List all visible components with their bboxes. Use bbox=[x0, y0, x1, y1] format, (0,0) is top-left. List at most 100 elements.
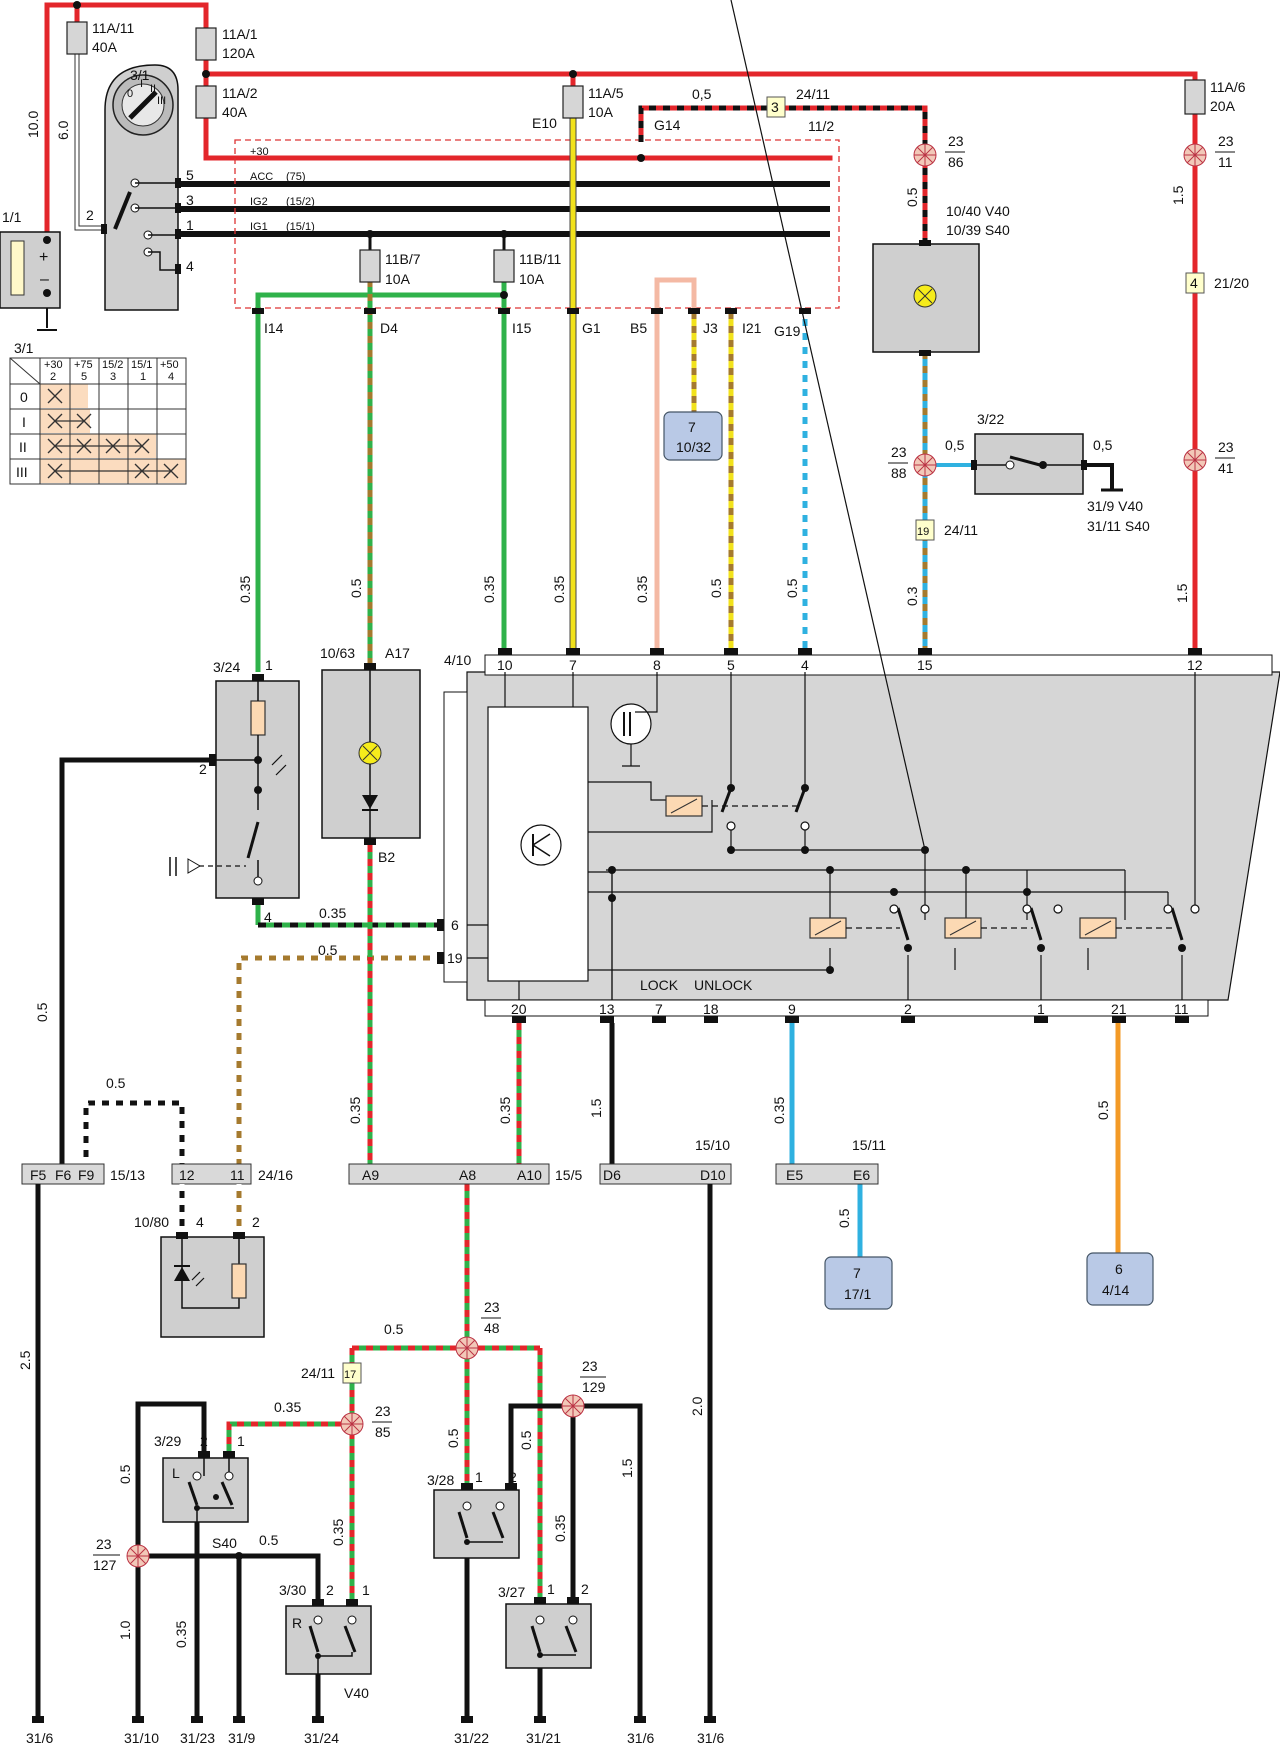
fuse-11a11-rating: 40A bbox=[92, 39, 118, 55]
ignition-mark-3: III bbox=[157, 95, 166, 107]
label-g14: G14 bbox=[654, 117, 681, 133]
ground-31-23: 31/23 bbox=[180, 1730, 215, 1746]
node bbox=[366, 230, 374, 238]
ecu-pin-4: 4 bbox=[801, 657, 809, 673]
lower-wire-labels: 2.5 0.5 1.0 0.35 0.35 0.5 0.5 0.35 1.5 2… bbox=[17, 1350, 705, 1648]
c2385-bot: 85 bbox=[375, 1424, 391, 1440]
ignition-pin-2: 2 bbox=[86, 207, 94, 223]
ground-31-6c: 31/6 bbox=[697, 1730, 724, 1746]
ref-7-top: 7 bbox=[688, 419, 696, 435]
ref-7-bot: 10/32 bbox=[676, 439, 711, 455]
ref717-bot: 17/1 bbox=[844, 1286, 871, 1302]
comp324-id: 3/24 bbox=[213, 659, 240, 675]
s328-pin-2: 2 bbox=[509, 1469, 517, 1485]
table-h2a: +75 bbox=[74, 359, 93, 371]
c2416-id: 24/16 bbox=[258, 1167, 293, 1183]
c2385-top: 23 bbox=[375, 1403, 391, 1419]
ecu-pin-12: 12 bbox=[1187, 657, 1203, 673]
c2416-11: 11 bbox=[230, 1167, 245, 1183]
green-wires bbox=[255, 280, 507, 928]
label-e10: E10 bbox=[532, 115, 557, 131]
fuse-11a5-rating: 10A bbox=[588, 104, 614, 120]
wire-label-05a: 0,5 bbox=[692, 86, 712, 102]
ground-31-24: 31/24 bbox=[304, 1730, 339, 1746]
ecu-pin-11: 11 bbox=[1174, 1001, 1189, 1017]
splice-23-129: 23 129 bbox=[561, 1358, 606, 1418]
mid-wire-labels: 0.35 0.5 0.35 0.35 0.35 0.5 0.5 0.3 1.5 bbox=[237, 576, 1190, 606]
tag-4-text: 4 bbox=[1190, 275, 1198, 291]
wire-label-035i: 0.35 bbox=[274, 1399, 301, 1415]
comp324-pin-1: 1 bbox=[265, 657, 273, 673]
c1510-d6: D6 bbox=[603, 1167, 621, 1183]
ref6414-top: 6 bbox=[1115, 1261, 1123, 1277]
fuse-box-outline bbox=[234, 139, 840, 309]
ref-7-10-32: 7 10/32 bbox=[663, 411, 723, 461]
table-h5b: 4 bbox=[168, 371, 174, 383]
s329-pin-1: 1 bbox=[237, 1433, 245, 1449]
s328-pin-1: 1 bbox=[475, 1469, 483, 1485]
s327-id: 3/27 bbox=[498, 1584, 525, 1600]
s330-pin-2: 2 bbox=[326, 1582, 334, 1598]
wire-label-05h: 0.5 bbox=[318, 942, 338, 958]
label-21-20: 21/20 bbox=[1214, 275, 1249, 291]
wire-label-15b: 1.5 bbox=[1174, 583, 1190, 603]
comp1063-pin-b2: B2 bbox=[378, 849, 395, 865]
red-black-wire bbox=[638, 105, 928, 244]
comp1063-pin-a17: A17 bbox=[385, 645, 410, 661]
wire-label-05q: 0.5 bbox=[445, 1428, 461, 1448]
table-row-2: II bbox=[19, 439, 27, 455]
splice-23-48: 23 48 bbox=[455, 1299, 501, 1360]
c23129-top: 23 bbox=[582, 1358, 598, 1374]
rail-ig2-n: (15/2) bbox=[286, 196, 315, 208]
ecu-4-10: 4/10 10 7 8 5 4 15 12 6 19 20 13 7 18 9 … bbox=[437, 0, 1280, 1023]
ignition-mark-2: II bbox=[150, 83, 156, 95]
fuse-11a6-name: 11A/6 bbox=[1210, 79, 1246, 95]
comp1080-id: 10/80 bbox=[134, 1214, 169, 1230]
ecu-pin-21: 21 bbox=[1111, 1001, 1127, 1017]
c2341-bot: 41 bbox=[1218, 460, 1234, 476]
c1513-id: 15/13 bbox=[110, 1167, 145, 1183]
c1513-f5: F5 bbox=[30, 1167, 47, 1183]
fuse-11a5 bbox=[562, 85, 584, 119]
wire-label-05j: 0.5 bbox=[106, 1075, 126, 1091]
s330-variant: V40 bbox=[344, 1685, 369, 1701]
c155-a8: A8 bbox=[459, 1167, 476, 1183]
rail-acc: ACC bbox=[250, 171, 273, 183]
ecu-pin-19: 19 bbox=[447, 950, 463, 966]
node bbox=[637, 154, 645, 162]
c155-id: 15/5 bbox=[555, 1167, 582, 1183]
blue-brown-wire bbox=[922, 352, 975, 652]
s329-pin-2: 2 bbox=[200, 1433, 208, 1449]
wire-label-15a: 1.5 bbox=[1170, 185, 1186, 205]
ecu-pin-18: 18 bbox=[703, 1001, 719, 1017]
table-row-1: I bbox=[22, 414, 26, 430]
battery: + – 1/1 bbox=[0, 209, 61, 331]
ecu-pin-10: 10 bbox=[497, 657, 513, 673]
wire-label-035k: 0.35 bbox=[552, 1515, 568, 1542]
label-24-11c: 24/11 bbox=[301, 1365, 335, 1381]
c2388-bot: 88 bbox=[891, 465, 907, 481]
s330-pin-1: 1 bbox=[362, 1582, 370, 1598]
wire-label-05c: 0,5 bbox=[945, 437, 965, 453]
fuses bbox=[66, 21, 1206, 283]
comp-10-80: 10/80 4 2 bbox=[134, 1184, 265, 1338]
table-id: 3/1 bbox=[14, 340, 34, 356]
lower-black-wires bbox=[35, 1184, 713, 1718]
ecu-pin-7b: 7 bbox=[655, 1001, 663, 1017]
wire-label-05d: 0,5 bbox=[1093, 437, 1113, 453]
wire-label-05e: 0.5 bbox=[348, 578, 364, 598]
fuse-11b7-name: 11B/7 bbox=[385, 251, 421, 267]
label-24-11a: 24/11 bbox=[796, 86, 830, 102]
c1511-id: 15/11 bbox=[852, 1137, 886, 1153]
table-h2b: 5 bbox=[81, 371, 87, 383]
label-d4: D4 bbox=[380, 320, 398, 336]
table-row-0: 0 bbox=[20, 389, 28, 405]
tag-17 bbox=[342, 1362, 362, 1384]
ecu-pin-1: 1 bbox=[1037, 1001, 1045, 1017]
lamp-ref-2: 10/39 S40 bbox=[946, 222, 1010, 238]
c2348-bot: 48 bbox=[484, 1320, 500, 1336]
node bbox=[500, 291, 508, 299]
ecu-pin-2: 2 bbox=[904, 1001, 912, 1017]
s327-pin-2: 2 bbox=[581, 1581, 589, 1597]
brown-white-wire bbox=[236, 955, 437, 1164]
